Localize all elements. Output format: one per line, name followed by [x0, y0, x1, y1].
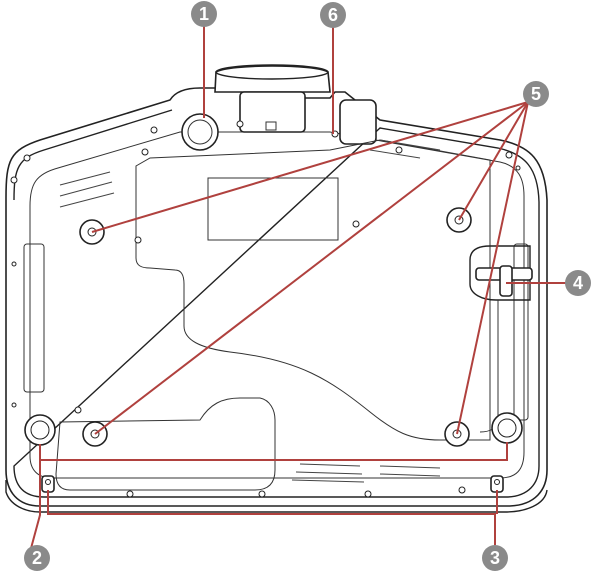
callout-3: 3: [482, 545, 508, 571]
callout-6-label: 6: [328, 5, 338, 25]
callout-4-label: 4: [573, 273, 583, 293]
callout-3-label: 3: [490, 548, 500, 568]
callout-1-label: 1: [199, 4, 209, 24]
callout-6: 6: [320, 2, 346, 28]
callout-4: 4: [565, 270, 591, 296]
callout-2: 2: [24, 545, 50, 571]
callout-1: 1: [191, 1, 217, 27]
callout-2-label: 2: [32, 548, 42, 568]
callout-5-label: 5: [531, 84, 541, 104]
front-foot: [182, 114, 218, 150]
callout-5: 5: [523, 81, 549, 107]
projector-body: [6, 88, 547, 512]
